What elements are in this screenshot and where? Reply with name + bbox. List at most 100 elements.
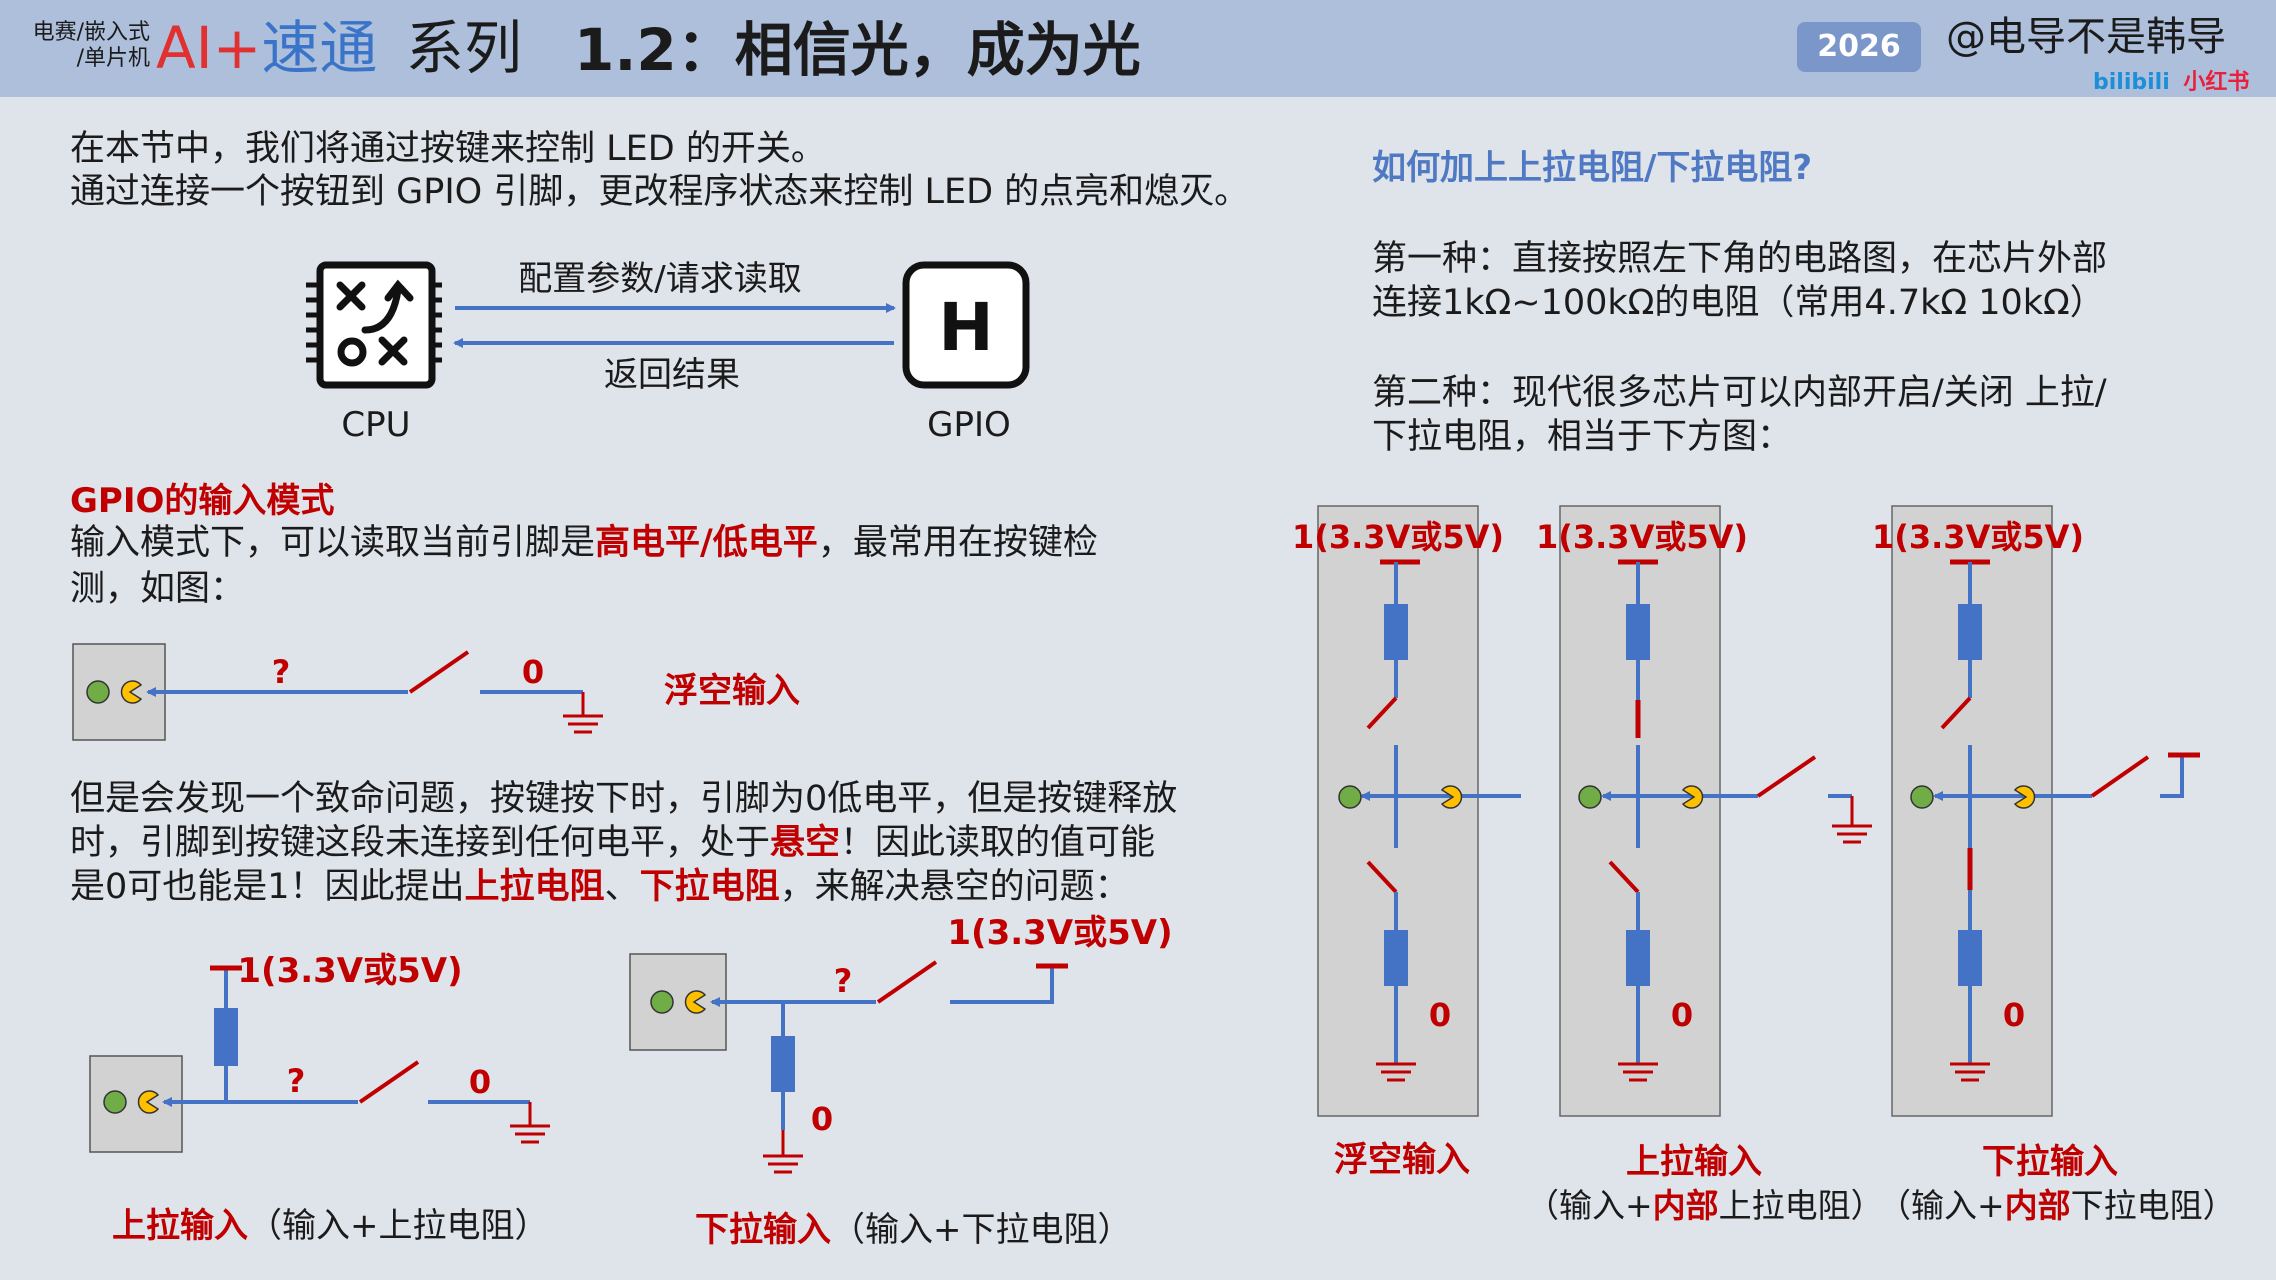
- method1-line1: 第一种：直接按照左下角的电路图，在芯片外部: [1372, 239, 2108, 279]
- category-label: 电赛/嵌入式 /单片机: [20, 20, 150, 72]
- vcc-label: 1(3.3V或5V): [1872, 518, 2084, 556]
- pin-icon: [1338, 785, 1362, 809]
- problem-text: 、: [604, 867, 640, 907]
- pin-icon: [650, 990, 674, 1014]
- ground-icon: [563, 692, 603, 734]
- cpu-chip-icon: [306, 261, 442, 389]
- zero-label: 0: [2003, 996, 2025, 1034]
- vcc-label: 1(3.3V或5V): [1536, 518, 1748, 556]
- resistor-icon: [214, 1008, 238, 1066]
- desc-text: ，最常用在按键检: [817, 523, 1098, 563]
- subcaption-bold: 内部: [1652, 1186, 1719, 1225]
- return-label: 返回结果: [604, 355, 740, 395]
- vcc-label: 1(3.3V或5V): [947, 913, 1172, 953]
- problem-line2: 时，引脚到按键这段未连接到任何电平，处于悬空！因此读取的值可能: [70, 820, 1155, 866]
- switch-icon: [1366, 696, 1398, 730]
- pin-icon: [684, 990, 707, 1014]
- pin-icon: [2013, 785, 2036, 809]
- pin-box: [629, 953, 727, 1051]
- ground-icon: [510, 1102, 550, 1144]
- author-handle: @电导不是韩导: [1946, 14, 2226, 60]
- brand-ai: AI+: [156, 14, 262, 82]
- zero-label: 0: [522, 653, 544, 691]
- caption-rest: （输入+下拉电阻）: [831, 1210, 1132, 1250]
- resistor-icon: [1384, 604, 1408, 660]
- method1-line2: 连接1kΩ~100kΩ的电阻（常用4.7kΩ 10kΩ）: [1372, 283, 2105, 323]
- floating-caption: 浮空输入: [664, 671, 800, 711]
- ground-icon: [1618, 1062, 1658, 1082]
- vcc-label: 1(3.3V或5V): [1292, 518, 1504, 556]
- intro-line2: 通过连接一个按钮到 GPIO 引脚，更改程序状态来控制 LED 的点亮和熄灭。: [70, 172, 1250, 212]
- ground-icon: [1832, 796, 1872, 844]
- pin-icon: [1578, 785, 1602, 809]
- gpio-chip-icon: H: [902, 261, 1030, 389]
- problem-text: ！因此读取的值可能: [840, 823, 1156, 863]
- input-mode-heading: GPIO的输入模式: [70, 481, 335, 521]
- bilibili-label: bilibili: [2093, 70, 2170, 95]
- problem-highlight: 悬空: [770, 823, 841, 863]
- pulldown-caption: 下拉输入（输入+下拉电阻）: [695, 1208, 1132, 1252]
- switch-icon: [358, 1060, 420, 1104]
- internal-pullup-caption: 上拉输入: [1626, 1142, 1762, 1182]
- brand-sutong: 速通: [261, 14, 378, 82]
- pullup-caption: 上拉输入（输入+上拉电阻）: [112, 1204, 549, 1248]
- method2-line1: 第二种：现代很多芯片可以内部开启/关闭 上拉/: [1372, 373, 2107, 413]
- zero-label: 0: [1671, 996, 1693, 1034]
- subcaption-text: （输入+: [1526, 1186, 1653, 1225]
- caption-bold: 上拉输入: [112, 1206, 248, 1246]
- floating-example-circuit: ? 0: [72, 643, 603, 741]
- desc-text: 输入模式下，可以读取当前引脚是: [70, 523, 596, 563]
- zero-label: 0: [1429, 996, 1451, 1034]
- subcaption-text: 上拉电阻）: [1718, 1186, 1884, 1225]
- pin-icon: [103, 1090, 127, 1114]
- problem-text: 时，引脚到按键这段未连接到任何电平，处于: [70, 823, 771, 863]
- subcaption-text: （输入+: [1878, 1186, 2005, 1225]
- internal-pullup-circuit: 1(3.3V或5V) 0: [1536, 505, 1872, 1117]
- xiaohongshu-label: 小红书: [2183, 70, 2250, 95]
- problem-text: ，来解决悬空的问题：: [779, 867, 1130, 907]
- resistor-icon: [1626, 604, 1650, 660]
- pin-icon: [1910, 785, 1934, 809]
- ground-icon: [1376, 1062, 1416, 1082]
- ground-icon: [763, 1130, 803, 1174]
- pin-icon: [1681, 785, 1704, 809]
- gpio-label: GPIO: [927, 405, 1011, 445]
- method2-line2: 下拉电阻，相当于下方图：: [1372, 417, 1793, 457]
- internal-pulldown-subcaption: （输入+内部下拉电阻）: [1878, 1184, 2236, 1228]
- switch-icon: [408, 650, 470, 694]
- problem-line3: 是0可也能是1！因此提出上拉电阻、下拉电阻，来解决悬空的问题：: [70, 864, 1130, 910]
- zero-label: 0: [469, 1063, 491, 1101]
- switch-icon: [876, 960, 938, 1004]
- pin-icon: [137, 1090, 160, 1114]
- platform-tags: bilibili 小红书: [2093, 64, 2249, 96]
- resistor-icon: [1958, 930, 1982, 986]
- switch-icon: [1756, 755, 1817, 798]
- zero-label: 0: [811, 1100, 833, 1138]
- unknown-mark: ?: [287, 1062, 306, 1100]
- switch-icon: [1366, 860, 1398, 894]
- internal-pullup-subcaption: （输入+内部上拉电阻）: [1526, 1184, 1884, 1228]
- brand-series: 系列: [405, 14, 522, 82]
- resistor-icon: [771, 1036, 795, 1092]
- resistor-icon: [1626, 930, 1650, 986]
- resistor-icon: [1384, 930, 1408, 986]
- internal-pulldown-circuit: 1(3.3V或5V) 0: [1872, 505, 2200, 1117]
- gpio-chip-letter: H: [938, 289, 993, 366]
- switch-icon: [2090, 755, 2150, 798]
- lesson-title: 1.2：相信光，成为光: [574, 16, 1141, 84]
- internal-pulldown-caption: 下拉输入: [1982, 1142, 2118, 1182]
- caption-bold: 下拉输入: [695, 1210, 831, 1250]
- internal-floating-circuit: 1(3.3V或5V) 0: [1292, 505, 1521, 1117]
- problem-text: 是0可也能是1！因此提出: [70, 867, 465, 907]
- pull-resistor-question: 如何加上上拉电阻/下拉电阻?: [1372, 148, 1813, 188]
- pullup-example-circuit: 1(3.3V或5V) ? 0: [89, 951, 550, 1153]
- unknown-mark: ?: [272, 653, 291, 691]
- vcc-label: 1(3.3V或5V): [237, 951, 462, 991]
- input-mode-desc-line1: 输入模式下，可以读取当前引脚是高电平/低电平，最常用在按键检: [70, 520, 1098, 566]
- cpu-label: CPU: [341, 405, 410, 445]
- unknown-mark: ?: [834, 962, 853, 1000]
- internal-floating-caption: 浮空输入: [1334, 1140, 1470, 1180]
- pin-icon: [86, 680, 110, 704]
- problem-highlight: 下拉电阻: [639, 867, 780, 907]
